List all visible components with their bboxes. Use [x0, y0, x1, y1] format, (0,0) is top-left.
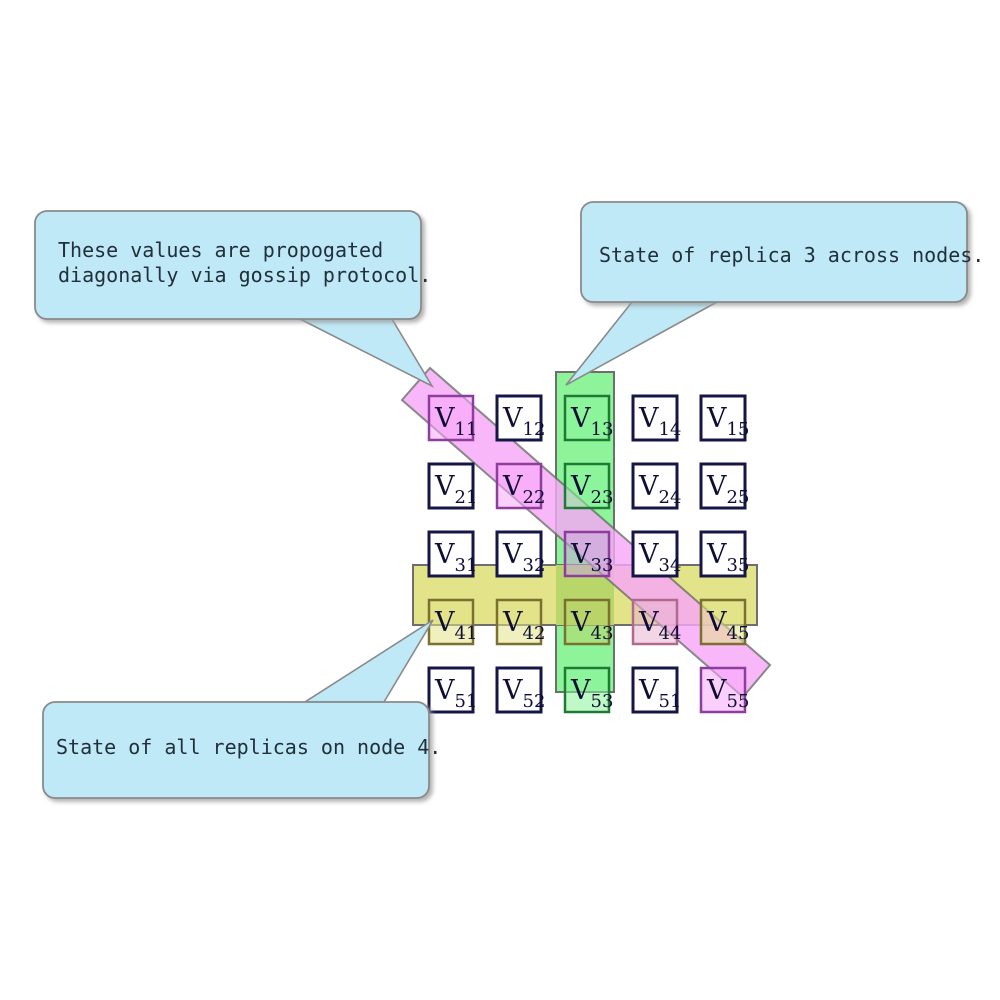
cell-subscript: 15: [727, 419, 750, 440]
cell-subscript: 25: [727, 487, 750, 508]
matrix-cell-45[interactable]: V45: [699, 598, 750, 646]
cell-subscript: 34: [659, 555, 682, 576]
callout-text: State of all replicas on node 4.: [56, 735, 441, 759]
cell-subscript: 51: [659, 691, 682, 712]
matrix-cell-53[interactable]: V53: [563, 666, 614, 714]
callout-box: [42, 701, 430, 799]
cell-subscript: 52: [523, 691, 546, 712]
matrix-cell-44[interactable]: V44: [631, 598, 682, 646]
matrix-cell-51[interactable]: V51: [631, 666, 682, 714]
callout-replica-3[interactable]: State of replica 3 across nodes.: [565, 201, 984, 386]
cell-box: [495, 598, 543, 646]
matrix-cell-51[interactable]: V51: [427, 666, 478, 714]
matrix-cell-15[interactable]: V15: [699, 394, 750, 442]
callout-box: [34, 210, 422, 320]
cell-box: [495, 394, 543, 442]
matrix-cell-21[interactable]: V21: [427, 462, 478, 510]
matrix-cell-35[interactable]: V35: [699, 530, 750, 578]
cell-subscript: 22: [523, 487, 546, 508]
cell-subscript: 51: [455, 691, 478, 712]
cell-box: [427, 530, 475, 578]
cell-box: [631, 666, 679, 714]
cell-subscript: 24: [659, 487, 682, 508]
cell-subscript: 35: [727, 555, 750, 576]
matrix-cell-24[interactable]: V24: [631, 462, 682, 510]
cell-subscript: 23: [591, 487, 614, 508]
cell-box: [495, 462, 543, 510]
matrix-cell-11[interactable]: V11: [427, 394, 478, 442]
matrix-cell-22[interactable]: V22: [495, 462, 546, 510]
cell-subscript: 32: [523, 555, 546, 576]
cell-subscript: 11: [455, 419, 478, 440]
cell-subscript: 33: [591, 555, 614, 576]
cell-box: [631, 462, 679, 510]
matrix-cell-23[interactable]: V23: [563, 462, 614, 510]
cell-box: [699, 666, 747, 714]
cell-box: [563, 598, 611, 646]
matrix-cell-12[interactable]: V12: [495, 394, 546, 442]
callout-tail: [302, 619, 434, 703]
cell-box: [631, 394, 679, 442]
cell-box: [563, 530, 611, 578]
cell-subscript: 13: [591, 419, 614, 440]
cell-subscript: 31: [455, 555, 478, 576]
cell-box: [427, 394, 475, 442]
cell-subscript: 14: [659, 419, 682, 440]
callout-line: These values are propogated: [58, 238, 383, 262]
matrix-cell-34[interactable]: V34: [631, 530, 682, 578]
cell-box: [563, 666, 611, 714]
callout-box: [580, 201, 968, 303]
matrix-cell-43[interactable]: V43: [563, 598, 614, 646]
callout-line: State of all replicas on node 4.: [56, 735, 441, 759]
cell-box: [427, 666, 475, 714]
cell-box: [495, 666, 543, 714]
cell-label-14: V14: [638, 403, 681, 440]
matrix-cell-25[interactable]: V25: [699, 462, 750, 510]
matrix-cell-41[interactable]: V41: [427, 598, 478, 646]
cell-subscript: 45: [727, 623, 750, 644]
callout-text: State of replica 3 across nodes.: [599, 243, 984, 267]
cell-box: [563, 462, 611, 510]
cell-subscript: 44: [659, 623, 682, 644]
matrix-cell-32[interactable]: V32: [495, 530, 546, 578]
cell-subscript: 41: [455, 623, 478, 644]
cell-subscript: 53: [591, 691, 614, 712]
cell-box: [427, 462, 475, 510]
cell-box: [427, 598, 475, 646]
matrix-cell-31[interactable]: V31: [427, 530, 478, 578]
matrix-cell-14[interactable]: V14: [631, 394, 681, 442]
cell-box: [699, 530, 747, 578]
matrix-cell-52[interactable]: V52: [495, 666, 546, 714]
callout-node-4[interactable]: State of all replicas on node 4.: [42, 619, 441, 799]
callout-line: diagonally via gossip protocol.: [58, 263, 431, 287]
matrix-cell-55[interactable]: V55: [699, 666, 750, 714]
cell-subscript: 21: [455, 487, 478, 508]
cell-box: [631, 530, 679, 578]
cell-box: [699, 598, 747, 646]
cell-box: [631, 598, 679, 646]
cell-subscript: 12: [523, 419, 546, 440]
cell-box: [563, 394, 611, 442]
callout-tail: [299, 318, 435, 388]
cell-subscript: 42: [523, 623, 546, 644]
cell-subscript: 43: [591, 623, 614, 644]
matrix-cell-42[interactable]: V42: [495, 598, 546, 646]
cell-box: [699, 462, 747, 510]
cell-box: [495, 530, 543, 578]
matrix-cell-13[interactable]: V13: [563, 394, 614, 442]
cell-subscript: 55: [727, 691, 750, 712]
callout-tail: [565, 301, 718, 386]
callout-line: State of replica 3 across nodes.: [599, 243, 984, 267]
matrix-cell-33[interactable]: V33: [563, 530, 614, 578]
cell-box: [699, 394, 747, 442]
